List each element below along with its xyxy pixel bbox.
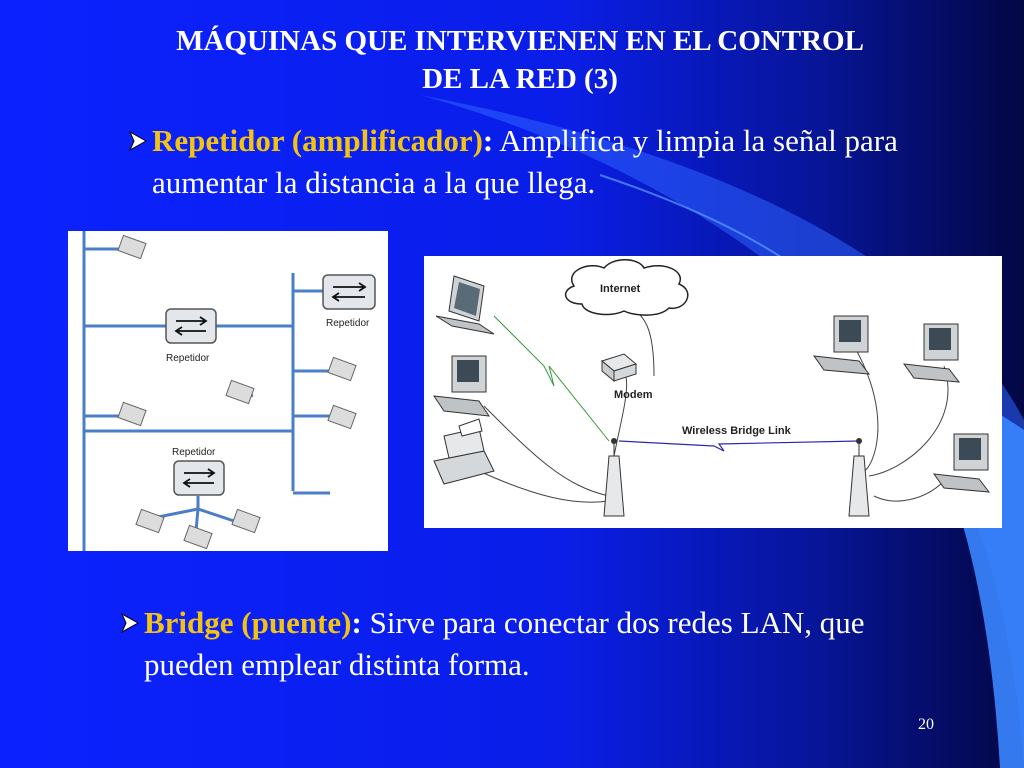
- desktop-pc-icon: [432, 355, 491, 417]
- bullet-term: Repetidor (amplificador): [152, 123, 483, 158]
- repeater-device-2: Repetidor: [322, 274, 376, 329]
- page-number: 20: [918, 716, 934, 733]
- title-line-2: DE LA RED (3): [422, 63, 618, 95]
- antenna-right-icon: [848, 438, 870, 517]
- modem-icon: Modem: [600, 353, 653, 401]
- bullet-term: Bridge (puente): [144, 605, 352, 640]
- desktop-pc-right-1-icon: [812, 315, 871, 375]
- repeater-label-3: Repetidor: [172, 447, 216, 458]
- bullet-bridge: Bridge (puente): Sirve para conectar dos…: [121, 602, 904, 686]
- antenna-left-icon: [603, 438, 625, 517]
- internet-cloud-icon: Internet: [564, 259, 689, 316]
- repeater-device-3: Repetidor: [172, 447, 225, 496]
- wireless-link-label: Wireless Bridge Link: [682, 425, 792, 437]
- arrow-bullet-icon: [129, 131, 148, 151]
- laptop-icon: [435, 275, 495, 335]
- title-line-1: MÁQUINAS QUE INTERVIENEN EN EL CONTROL: [176, 25, 864, 57]
- wireless-bridge-diagram: Internet: [424, 256, 1002, 528]
- modem-label: Modem: [614, 389, 653, 401]
- bullet-colon: :: [351, 605, 362, 640]
- bullet-text: Sirve para conectar dos redes LAN, que p…: [144, 605, 865, 682]
- repeater-device-1: Repetidor: [165, 308, 217, 364]
- internet-label: Internet: [600, 283, 641, 295]
- bullet-repetidor: Repetidor (amplificador): Amplifica y li…: [129, 120, 912, 204]
- bullet-text: Amplifica y limpia la señal para aumenta…: [152, 123, 898, 200]
- repeater-label-1: Repetidor: [166, 353, 210, 364]
- repeater-diagram: Repetidor Repetidor Repetidor: [68, 231, 388, 551]
- printer-icon: [433, 418, 495, 485]
- desktop-pc-right-3-icon: [932, 433, 991, 493]
- slide-title: MÁQUINAS QUE INTERVIENEN EN EL CONTROL D…: [60, 22, 980, 98]
- arrow-bullet-icon: [121, 613, 140, 633]
- bullet-colon: :: [482, 123, 494, 158]
- repeater-label-2: Repetidor: [326, 318, 370, 329]
- desktop-pc-right-2-icon: [902, 323, 961, 383]
